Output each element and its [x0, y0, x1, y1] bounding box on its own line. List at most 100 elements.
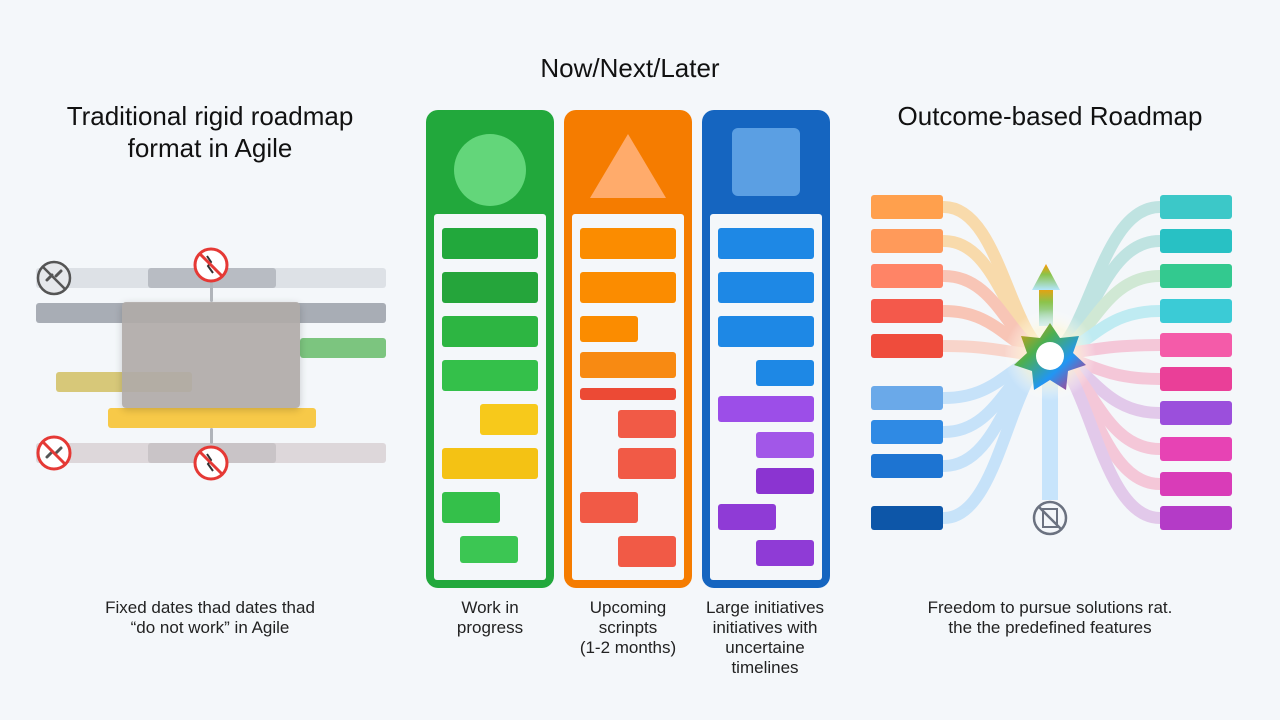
task-card [718, 272, 814, 303]
task-card [756, 360, 814, 386]
task-card [442, 316, 538, 347]
task-card [442, 360, 538, 391]
task-card [718, 504, 776, 530]
downward-beam [1042, 360, 1058, 500]
star-icon [1014, 323, 1086, 390]
task-card [718, 228, 814, 259]
outcome-output-pill [1160, 195, 1232, 219]
task-card [718, 396, 814, 422]
left-caption: Fixed dates thad dates thad “do not work… [40, 598, 380, 638]
flow-line [1044, 349, 1166, 455]
outcome-output-pill [1160, 299, 1232, 323]
flow-line [938, 349, 1056, 404]
right-caption-line2: the the predefined features [948, 618, 1152, 637]
now-column-body [434, 214, 546, 580]
triangle-icon [590, 134, 666, 198]
next-column-body [572, 214, 684, 580]
outcome-input-pill [871, 264, 943, 288]
later-caption-line1: Large initiatives [705, 598, 825, 617]
outcome-input-pill [871, 506, 943, 530]
no-break-icon [193, 247, 229, 283]
flow-line [1044, 270, 1166, 361]
outcome-input-pill [871, 386, 943, 410]
flow-line [1044, 349, 1166, 385]
task-card [756, 540, 814, 566]
flow-line [938, 340, 1056, 361]
next-caption-line3: (1-2 months) [579, 638, 677, 657]
flow-line [1044, 349, 1166, 524]
later-caption-line2: initiatives with [712, 618, 818, 637]
broken-link-icon [36, 435, 72, 471]
later-column-header [702, 110, 830, 214]
task-card [580, 492, 638, 523]
task-card [460, 536, 518, 563]
center-title: Now/Next/Later [540, 53, 720, 83]
later-column [702, 110, 830, 588]
right-title: Outcome-based Roadmap [897, 101, 1203, 131]
flow-line [938, 270, 1056, 361]
task-card [442, 228, 538, 259]
outcome-output-pill [1160, 472, 1232, 496]
flow-line [1044, 305, 1166, 361]
task-card [442, 272, 538, 303]
left-title: Traditional rigid roadmap format in Agil… [20, 100, 400, 164]
timeline-bar [108, 408, 316, 428]
next-caption-line2: scrinpts [598, 618, 658, 637]
task-card [618, 448, 676, 479]
vertical-marker [210, 428, 213, 444]
outcome-output-pill [1160, 333, 1232, 357]
task-card [580, 388, 676, 400]
outcome-output-pill [1160, 506, 1232, 530]
left-caption-line1: Fixed dates thad dates thad [105, 598, 315, 617]
flow-line [938, 305, 1056, 361]
now-caption-line1: Work in [461, 598, 519, 617]
broken-link-icon [36, 260, 72, 296]
outcome-input-pill [871, 420, 943, 444]
outcome-output-pill [1160, 264, 1232, 288]
left-caption-line2: “do not work” in Agile [130, 618, 290, 637]
no-document-icon [1032, 500, 1068, 536]
flow-line [938, 349, 1056, 438]
next-caption: Upcoming scrinpts (1-2 months) [556, 598, 700, 658]
outcome-input-pill [871, 454, 943, 478]
next-column-header [564, 110, 692, 214]
later-caption: Large initiatives initiatives with uncer… [690, 598, 840, 678]
task-card [580, 272, 676, 303]
flow-line [1044, 349, 1166, 490]
outcome-output-pill [1160, 367, 1232, 391]
flow-line [938, 201, 1056, 361]
square-icon [732, 128, 800, 196]
flow-line [938, 349, 1056, 524]
up-arrow-icon [1032, 264, 1060, 326]
now-caption: Work in progress [426, 598, 554, 638]
now-column-header [426, 110, 554, 214]
right-caption-line1: Freedom to pursue solutions rat. [927, 598, 1173, 617]
circle-icon [454, 134, 526, 206]
flow-line [1044, 339, 1166, 361]
task-card [580, 316, 638, 342]
right-caption: Freedom to pursue solutions rat. the the… [860, 598, 1240, 638]
no-break-icon [193, 445, 229, 481]
flow-line [1044, 349, 1166, 419]
later-column-body [710, 214, 822, 580]
now-column [426, 110, 554, 588]
blurred-block [122, 302, 300, 408]
task-card [718, 316, 814, 347]
task-card [442, 448, 538, 479]
task-card [756, 432, 814, 458]
flow-line [1044, 235, 1166, 361]
flow-line [1044, 201, 1166, 361]
now-caption-line2: progress [456, 618, 524, 637]
task-card [480, 404, 538, 435]
outcome-output-pill [1160, 229, 1232, 253]
outcome-input-pill [871, 334, 943, 358]
task-card [442, 492, 500, 523]
outcome-input-pill [871, 299, 943, 323]
task-card [756, 468, 814, 494]
outcome-input-pill [871, 195, 943, 219]
task-card [618, 536, 676, 567]
outcome-output-pill [1160, 401, 1232, 425]
later-caption-line4: timelines [731, 658, 799, 677]
next-caption-line1: Upcoming [589, 598, 667, 617]
timeline-bar [300, 338, 386, 358]
